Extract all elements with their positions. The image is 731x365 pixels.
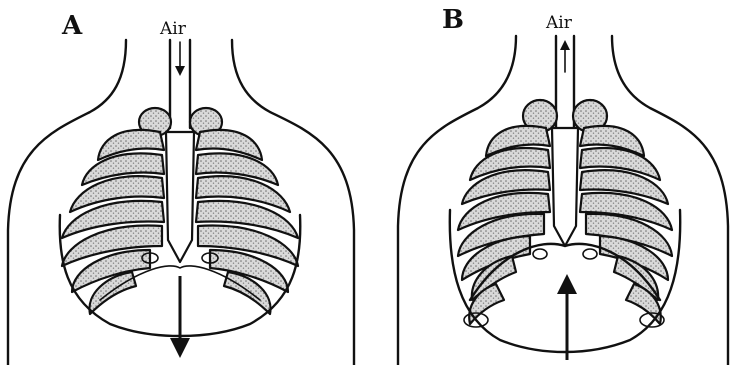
panel-a-diaphragm-down-arrow (170, 276, 190, 358)
panel-a: A Air (8, 11, 354, 365)
panel-b-label: B (442, 5, 464, 35)
panel-a-label: A (61, 11, 83, 41)
panel-a-ribs-left (62, 130, 164, 314)
panel-a-air-label: Air (159, 19, 187, 39)
panel-b-air-label: Air (545, 13, 573, 33)
panel-a-sternum (166, 132, 194, 262)
panel-a-air-in-arrow (175, 42, 185, 76)
panel-b-sternum (552, 128, 578, 246)
panel-b-air-out-arrow (560, 40, 570, 72)
panel-b-diaphragm-up-arrow (557, 274, 577, 360)
panel-b: B Air (398, 5, 728, 365)
panel-b-costal-notch-right (583, 249, 597, 259)
panel-b-ribs-left (458, 126, 550, 324)
panel-a-ribs-right (196, 130, 298, 314)
panel-a-body-outline-right (232, 40, 354, 365)
panel-a-body-outline (8, 40, 126, 365)
panel-b-costal-notch-left (533, 249, 547, 259)
panel-b-ribs-right (580, 126, 672, 324)
